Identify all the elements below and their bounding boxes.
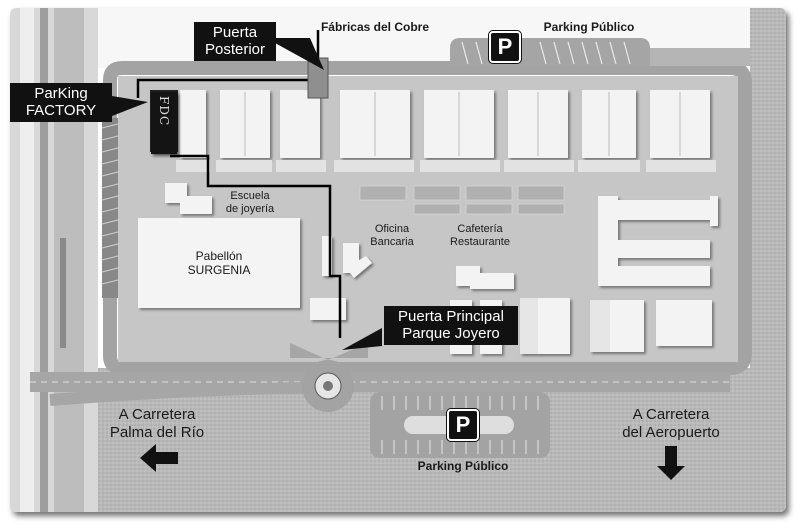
right-grass xyxy=(750,8,786,368)
parking-lot-top xyxy=(450,38,650,66)
label-pabellon-line1: Pabellón xyxy=(195,249,243,263)
top-label-fabricas: Fábricas del Cobre xyxy=(320,20,430,34)
callout-puerta-posterior: Puerta Posterior xyxy=(194,22,276,61)
side-parking-stripes xyxy=(101,123,119,285)
direction-left: A Carretera Palma del Río xyxy=(92,406,222,442)
highway-ramp xyxy=(60,238,66,348)
cafeteria-building xyxy=(456,266,514,289)
label-escuela-line2: de joyería xyxy=(225,202,275,215)
callout-puerta-posterior-line1: Puerta xyxy=(212,24,258,41)
route-line-rear xyxy=(136,30,320,98)
callout-puerta-principal: Puerta Principal Parque Joyero xyxy=(384,306,518,345)
perimeter-road xyxy=(103,61,752,375)
direction-left-line1: A Carretera xyxy=(118,406,196,423)
parking-top-label: Parking Público xyxy=(543,20,635,34)
direction-right-line1: A Carretera xyxy=(632,406,710,423)
fdc-logo: FDC xyxy=(151,92,177,154)
top-row-wings xyxy=(176,160,716,172)
direction-right-line2: del Aeropuerto xyxy=(622,424,720,441)
fdc-logo-text: FDC xyxy=(157,96,171,127)
pabellon-building xyxy=(138,218,300,308)
arrow-down-icon xyxy=(657,446,685,480)
top-row-buildings xyxy=(180,90,710,158)
parking-lot-top-east xyxy=(650,48,750,66)
bottom-row-facades xyxy=(520,298,610,354)
callout-parking-factory-line1: ParKing xyxy=(34,85,88,102)
callout-puerta-posterior-line2: Posterior xyxy=(204,40,266,58)
entrance-plaza xyxy=(290,343,368,360)
label-cafeteria-line2: Restaurante xyxy=(450,235,510,248)
callout-parking-factory: ParKing FACTORY xyxy=(10,83,112,122)
access-road-curve xyxy=(49,382,311,406)
label-cafeteria-line1: Cafetería xyxy=(457,223,503,235)
direction-left-line2: Palma del Río xyxy=(109,424,205,441)
route-line-main xyxy=(170,154,342,338)
highway-median xyxy=(40,8,48,512)
label-oficina: Oficina Bancaria xyxy=(362,223,422,248)
roof-dividers xyxy=(244,92,681,156)
label-escuela-line1: Escuela xyxy=(230,190,270,202)
callout-puerta-principal-line1: Puerta Principal xyxy=(398,308,504,325)
parking-bottom-label: Parking Público xyxy=(417,459,509,473)
parking-factory-pointer xyxy=(112,96,148,116)
puerta-posterior-pointer xyxy=(266,38,324,70)
oficina-building xyxy=(322,236,372,278)
parking-logo-bottom: P xyxy=(447,409,479,441)
label-pabellon: Pabellón SURGENIA xyxy=(178,249,260,278)
label-oficina-line1: Oficina xyxy=(374,223,410,235)
parking-logo-top: P xyxy=(489,31,521,63)
puerta-principal-pointer xyxy=(342,328,382,350)
label-cafeteria: Cafetería Restaurante xyxy=(440,223,520,248)
parking-stripes-top xyxy=(461,41,631,65)
direction-right: A Carretera del Aeropuerto xyxy=(606,406,736,442)
map-frame: Fábricas del Cobre Parking Público Parki… xyxy=(10,8,786,512)
parking-stripes-bottom xyxy=(381,396,539,454)
label-oficina-line2: Bancaria xyxy=(370,235,414,248)
label-escuela: Escuela de joyería xyxy=(215,190,285,215)
arrow-left-icon xyxy=(140,444,178,472)
roundabout-center xyxy=(323,381,333,391)
escuela-building xyxy=(165,183,212,214)
callout-parking-factory-line2: FACTORY xyxy=(25,101,97,119)
right-complex xyxy=(598,196,718,286)
central-parking-slabs xyxy=(359,185,565,215)
callout-puerta-principal-line2: Parque Joyero xyxy=(402,324,500,342)
label-pabellon-line2: SURGENIA xyxy=(187,262,251,277)
